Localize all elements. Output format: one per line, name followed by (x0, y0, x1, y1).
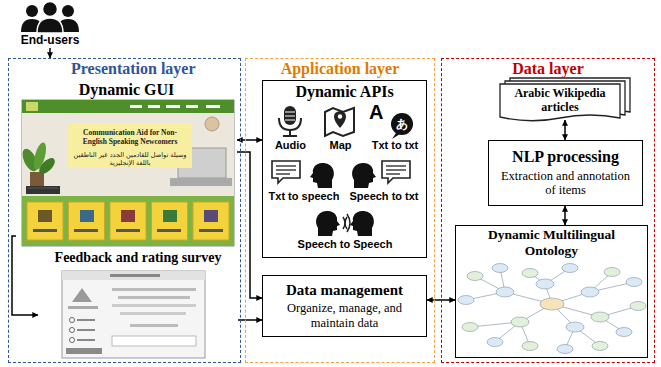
api-icon: Map (318, 103, 363, 155)
user-group: End-users (15, 0, 85, 48)
api-icon: Speech to txt (344, 158, 424, 206)
node-heading: Map (330, 139, 352, 152)
connector-arrow (564, 120, 566, 140)
node-heading: Speech to Speech (298, 238, 393, 251)
node-heading: End-users (21, 34, 80, 48)
node-heading: Txt to txt (372, 139, 418, 152)
node-heading: Txt to speech (269, 190, 340, 203)
node-heading: NLP processing (512, 148, 619, 166)
node-heading: Audio (275, 139, 306, 152)
node-heading: Dynamic Multilingual Ontology (477, 227, 627, 258)
screen-text: وسيلة تواصل للقادمين الجدد غير الناطقين … (72, 151, 188, 168)
node-heading: Presentation layer (71, 60, 196, 78)
process-box: NLP processingExtraction and annotation … (488, 140, 643, 206)
node-heading: Speech to txt (349, 190, 418, 203)
node-heading: Arabic Wikipedia articles (506, 87, 614, 115)
document-stack-node: Arabic Wikipedia articles (500, 84, 620, 120)
node-heading: Data layer (512, 60, 584, 78)
screen-text: Communication Aid for Non-English Speaki… (72, 128, 188, 146)
gui-screenshot (19, 100, 234, 246)
api-icon: Audio (268, 103, 313, 155)
document-stack (500, 78, 630, 121)
api-box: Dynamic APIsAudio Map Txt to txtTxt to spe… (262, 80, 427, 258)
api-icon: Txt to speech (266, 158, 342, 206)
connector-arrow (564, 206, 566, 225)
translate-icon (391, 113, 413, 139)
layer-region: Application layerDynamic APIsAudioMapTxt… (245, 58, 435, 363)
node-heading: Data management (286, 282, 403, 299)
connector-arrow (49, 48, 51, 58)
connector-arrow (238, 319, 262, 321)
node-body: Extraction and annotation of items (495, 169, 636, 198)
node-heading: Dynamic APIs (295, 83, 393, 101)
map-icon (325, 108, 354, 136)
layer-region: Presentation layerDynamic GUI Feedback an… (8, 58, 241, 363)
process-box: Data managementOrganize, manage, and mai… (262, 275, 427, 337)
node-body: Organize, manage, and maintain data (269, 301, 420, 330)
speech-to-speech-icon (316, 211, 374, 236)
users-icon (21, 2, 79, 34)
node-heading: Dynamic GUI (79, 81, 175, 99)
node-heading: Application layer (281, 60, 400, 78)
text-to-speech-icon (272, 161, 334, 188)
connector-arrow (12, 236, 38, 315)
survey-panel: Feedback and rating survey (38, 250, 238, 360)
ontology-box: Dynamic Multilingual Ontology (455, 225, 648, 358)
survey-screenshot (62, 271, 205, 358)
icon-glyph: A (369, 102, 389, 122)
ontology-graph (458, 264, 646, 354)
layer-region: Data layerArabic Wikipedia articlesNLP p… (441, 58, 655, 363)
audio-icon (279, 106, 301, 136)
api-icon: Speech to Speech (290, 206, 400, 254)
speech-to-text-icon (352, 161, 410, 188)
node-heading: Feedback and rating survey (55, 250, 222, 266)
icon-glyph: あ (393, 116, 411, 132)
